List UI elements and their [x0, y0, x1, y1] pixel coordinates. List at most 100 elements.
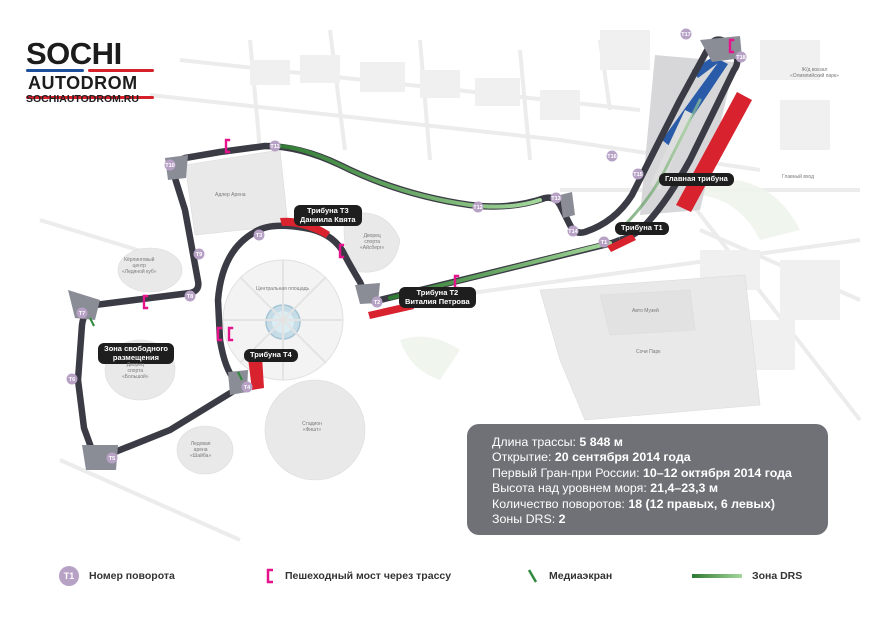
- turn-marker-t10: T10: [164, 159, 176, 171]
- corner-runoffs: [68, 36, 742, 470]
- drs-zone-icon: [692, 574, 742, 578]
- legend-screen-label: Медиаэкран: [549, 570, 613, 582]
- bridge-icon: [216, 326, 223, 342]
- turn-badge-icon: [472, 201, 484, 213]
- turn-badge-icon: [269, 140, 281, 152]
- label-iceberg: Дворец спорта «Айсберг»: [360, 233, 385, 251]
- turn-badge-icon: [241, 381, 253, 393]
- turn-badge-icon: [680, 28, 692, 40]
- info-value: 20 сентября 2014 года: [554, 450, 691, 465]
- turn-badge-icon: [164, 159, 176, 171]
- info-label: Высота над уровнем моря:: [492, 481, 651, 496]
- info-label: Длина трассы:: [492, 435, 580, 449]
- turn-marker-t1: T1: [598, 236, 610, 248]
- info-label: Количество поворотов:: [492, 496, 629, 511]
- auto-museum-building: [599, 289, 696, 336]
- callout-grandstand-t1: Трибуна Т1: [615, 222, 669, 235]
- central-square: [222, 259, 344, 381]
- turn-marker-t4: T4: [241, 381, 253, 393]
- info-value: 18 (12 правых, 6 левых): [628, 496, 775, 511]
- turn-label: T4: [244, 385, 251, 391]
- turn-badge-icon: [598, 236, 610, 248]
- curling-building: [117, 247, 183, 293]
- turn-marker-t18: T18: [735, 51, 747, 63]
- legend-drs-label: Зона DRS: [752, 570, 803, 582]
- turn-label: T11: [270, 144, 279, 150]
- label-bolshoy: Дворец спорта «Большой»: [122, 362, 149, 380]
- info-value: 10–12 октября 2014 года: [643, 465, 792, 480]
- turn-label: T5: [109, 456, 115, 462]
- turn-badge-icon: [193, 248, 205, 260]
- media-screen-icon: [527, 569, 538, 583]
- turn-badge-icon: [66, 373, 78, 385]
- label-curling: Кёрлинговый центр «Ледяной куб»: [122, 257, 157, 275]
- turn-label: T13: [551, 196, 560, 202]
- turn-badge-icon: [606, 150, 618, 162]
- turn-label: T6: [69, 377, 75, 383]
- turn-label: T18: [736, 55, 745, 61]
- turn-label: T9: [196, 252, 202, 258]
- bridge-icon: [142, 294, 149, 310]
- bridge-icon: [224, 138, 231, 154]
- info-label: Зоны DRS:: [492, 512, 559, 527]
- logo-text-autodrom: AUTODROM: [28, 73, 138, 93]
- turn-markers: T1T2T3T4T5T6T7T8T9T10T11T12T13T14T15T16T…: [66, 28, 747, 464]
- legend-turn: T1 Номер поворота: [59, 565, 175, 587]
- callout-main-grandstand: Главная трибуна: [659, 173, 734, 186]
- turn-label: T16: [607, 154, 616, 160]
- shayba-building: [176, 425, 234, 475]
- info-row: Открытие: 20 сентября 2014 года: [492, 450, 828, 465]
- turn-label: T3: [256, 233, 262, 239]
- grandstand-t4: [248, 356, 264, 390]
- turn-badge-icon: T1: [59, 566, 79, 586]
- turn-badge-icon: [106, 452, 118, 464]
- turn-label: T12: [473, 205, 482, 211]
- bridge-icon: [227, 326, 234, 342]
- label-adler-arena: Адлер Арена: [215, 192, 246, 198]
- turn-badge-icon: [632, 168, 644, 180]
- legend-drs: Зона DRS: [692, 565, 802, 587]
- media-screen: [237, 371, 243, 381]
- turn-marker-t9: T9: [193, 248, 205, 260]
- info-row: Высота над уровнем моря: 21,4–23,3 м: [492, 481, 828, 496]
- logo-text-sochi: SOCHI: [26, 36, 122, 71]
- pedestrian-bridges: [142, 38, 735, 342]
- turn-label: T2: [374, 300, 380, 306]
- label-station: Ж/д вокзал «Олимпийский парк»: [790, 67, 839, 79]
- bridge-icon: [728, 38, 735, 54]
- turn-badge-icon: [567, 225, 579, 237]
- label-central-square: Центральная площадь: [256, 286, 310, 292]
- logo-bar-blue: [26, 69, 84, 72]
- turn-marker-t11: T11: [269, 140, 281, 152]
- website-link[interactable]: SOCHIAUTODROM.RU: [26, 93, 139, 105]
- callout-grandstand-t4: Трибуна Т4: [244, 349, 298, 362]
- grandstand-t3: [280, 217, 330, 238]
- info-row: Длина трассы: 5 848 м: [492, 435, 828, 450]
- turn-marker-t3: T3: [253, 229, 265, 241]
- logo-bar-red: [88, 69, 154, 72]
- sochi-park-building: [539, 274, 761, 421]
- legend-screen: Медиаэкран: [527, 565, 612, 587]
- logo-underline: [26, 96, 154, 99]
- label-fisht: Стадион «Фишт»: [302, 421, 322, 433]
- turn-badge-icon: [76, 307, 88, 319]
- label-sochi-park: Сочи Парк: [636, 349, 661, 355]
- turn-marker-t7: T7: [76, 307, 88, 319]
- venue-buildings: [104, 149, 761, 481]
- info-value: 2: [558, 512, 566, 527]
- turn-label: T14: [568, 229, 578, 235]
- label-shayba: Ледовая арена «Шайба»: [190, 441, 212, 459]
- info-row: Количество поворотов: 18 (12 правых, 6 л…: [492, 497, 828, 512]
- callout-grandstand-t3: Трибуна Т3 Даниила Квята: [294, 205, 362, 226]
- media-screen: [89, 317, 95, 327]
- turn-badge-icon: [550, 192, 562, 204]
- callout-free-zone: Зона свободного размещения: [98, 343, 174, 364]
- info-row: Первый Гран-при России: 10–12 октября 20…: [492, 466, 828, 481]
- bridge-icon: [338, 243, 345, 259]
- label-main-entrance: Главный вход: [782, 174, 815, 180]
- legend-bridge-label: Пешеходный мост через трассу: [285, 570, 452, 582]
- turn-marker-t6: T6: [66, 373, 78, 385]
